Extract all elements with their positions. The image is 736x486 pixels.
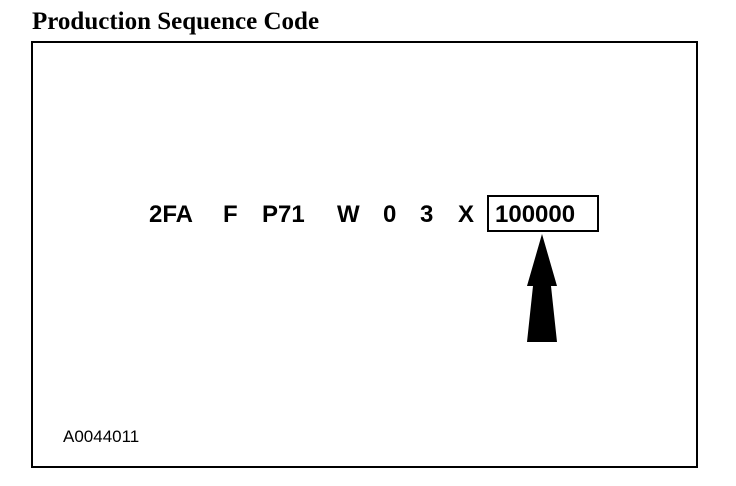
vin-segment-check-digit: 0: [383, 201, 397, 228]
sequence-code: 100000: [495, 201, 576, 228]
vin-segment-restraint: F: [223, 201, 238, 228]
vin-segment-plant: X: [458, 201, 475, 228]
vin-segment-model-year: 3: [420, 201, 434, 228]
vin-segment-model: P71: [262, 201, 305, 228]
vin-segment-engine: W: [337, 201, 360, 228]
figure-id: A0044011: [63, 427, 140, 446]
page-title: Production Sequence Code: [32, 8, 320, 35]
sequence-code-highlight-box: [487, 195, 599, 232]
vin-segment-wmi: 2FA: [149, 201, 194, 228]
diagram-frame: [31, 41, 698, 468]
up-arrow-icon: [527, 234, 557, 342]
